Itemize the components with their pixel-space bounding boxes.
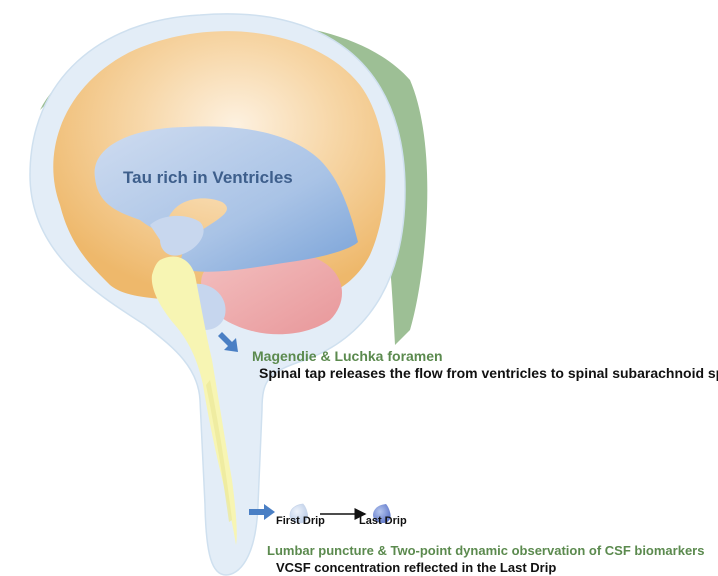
first-drip-label: First Drip: [276, 515, 325, 527]
third-ventricle: [150, 215, 204, 256]
lumbar-puncture-description: VCSF concentration reflected in the Last…: [276, 560, 557, 575]
lumbar-puncture-title: Lumbar puncture & Two-point dynamic obse…: [267, 543, 705, 558]
ventricles-label: Tau rich in Ventricles: [123, 168, 293, 187]
spinal-cord-inner: [206, 380, 232, 522]
last-drip-icon: [373, 504, 391, 523]
foramen-arrow: [218, 332, 238, 352]
foramen-title: Magendie & Luchka foramen: [252, 348, 443, 364]
thalamus-region: [201, 250, 342, 335]
last-drip-label: Last Drip: [359, 515, 407, 527]
first-drip-icon: [289, 503, 308, 524]
foramen-description: Spinal tap releases the flow from ventri…: [259, 365, 718, 381]
spinal-cord: [151, 256, 237, 545]
ventricles: [94, 126, 359, 272]
lumbar-arrow: [249, 504, 275, 520]
